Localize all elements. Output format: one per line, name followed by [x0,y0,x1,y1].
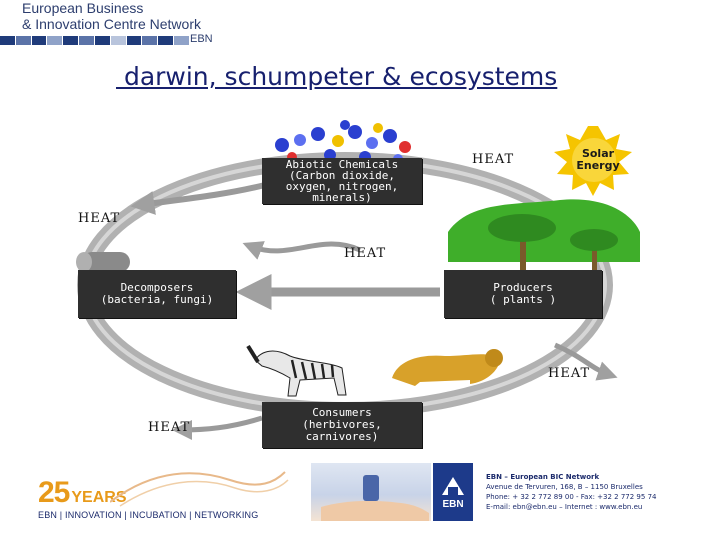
ebn-logo-square: EBN [433,463,473,521]
heat-label-top-right: HEAT [472,152,514,167]
heat-arrow-bottom [180,418,262,430]
zebra-icon [248,346,346,396]
hand-icon [311,463,431,521]
decomposers-label: Decomposers (bacteria, fungi) [101,282,214,306]
solar-energy-label: Solar Energy [566,148,630,172]
abiotic-chemicals-label: Abiotic Chemicals (Carbon dioxide, oxyge… [286,159,399,203]
heat-label-bottom: HEAT [148,420,190,435]
contact-email: E-mail: ebn@ebn.eu – Internet : www.ebn.… [486,502,716,512]
consumers-label: Consumers (herbivores, carnivores) [302,407,381,443]
anniversary-number: 25 [38,476,69,509]
log-icon [76,252,130,272]
producers-label: Producers ( plants ) [490,282,556,306]
contact-org: EBN – European BIC Network [486,472,716,482]
contact-phone: Phone: + 32 2 772 89 00 - Fax: +32 2 772… [486,492,716,502]
decomposers-box: Decomposers (bacteria, fungi) [78,270,236,318]
producers-box: Producers ( plants ) [444,270,602,318]
hand-photo [311,463,431,521]
heat-label-left: HEAT [78,211,120,226]
heat-label-right: HEAT [548,366,590,381]
contact-address: Avenue de Tervuren, 168, B – 1150 Bruxel… [486,482,716,492]
abiotic-chemicals-box: Abiotic Chemicals (Carbon dioxide, oxyge… [262,158,422,204]
tagline: EBN | INNOVATION | INCUBATION | NETWORKI… [38,510,258,520]
heat-label-center: HEAT [344,246,386,261]
contact-block: EBN – European BIC Network Avenue de Ter… [486,472,716,512]
consumers-box: Consumers (herbivores, carnivores) [262,402,422,448]
lion-icon [392,349,503,386]
building-icon [440,475,466,497]
swirl-icon [110,462,290,508]
ebn-label: EBN [442,499,463,510]
